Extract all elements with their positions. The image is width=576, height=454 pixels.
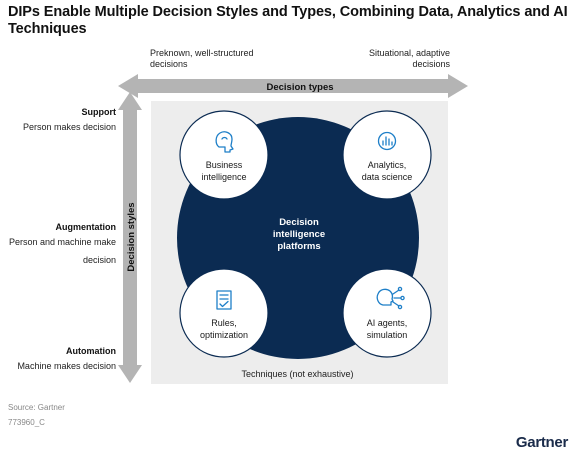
center-label-line3: platforms (277, 241, 320, 252)
decision-style-desc: Machine makes decision (17, 361, 116, 371)
technique-label-line2: simulation (367, 330, 408, 340)
center-label-line1: Decision (279, 217, 319, 228)
decision-style-desc: Person and machine make decision (8, 237, 116, 265)
technique-label-line1: Business (206, 160, 243, 170)
source-text: Source: Gartner (8, 403, 65, 412)
decision-type-right-label: Situational, adaptive decisions (368, 48, 450, 69)
technique-label-line2: data science (362, 172, 413, 182)
decision-types-arrow (118, 74, 468, 98)
technique-ai-agents-simulation: AI agents, simulation (342, 268, 432, 358)
technique-label-line1: Analytics, (368, 160, 407, 170)
source-note: Source: Gartner 773960_C (8, 402, 65, 429)
decision-style-desc: Person makes decision (22, 122, 116, 132)
technique-label-line2: intelligence (201, 172, 246, 182)
technique-rules-optimization: Rules, optimization (179, 268, 269, 358)
decision-style-support: Support Person makes decision (0, 107, 116, 135)
decision-styles-label: Decision styles (126, 202, 137, 271)
decision-style-heading: Augmentation (55, 222, 117, 232)
page-title: DIPs Enable Multiple Decision Styles and… (8, 4, 568, 37)
technique-business-intelligence: Business intelligence (179, 110, 269, 200)
ai-agent-icon (376, 286, 405, 310)
techniques-caption: Techniques (not exhaustive) (241, 369, 354, 379)
decision-type-left-label: Preknown, well-structured decisions (150, 48, 254, 69)
center-label-line2: intelligence (273, 229, 325, 240)
chart-icon (377, 131, 397, 151)
brain-head-icon (215, 131, 234, 153)
decision-style-automation: Automation Machine makes decision (0, 346, 116, 374)
figure-code: 773960_C (8, 418, 45, 427)
decision-types-label: Decision types (266, 82, 333, 93)
decision-styles-arrow (118, 92, 142, 383)
technique-label-line1: AI agents, (367, 318, 408, 328)
decision-style-heading: Automation (66, 346, 116, 356)
technique-analytics-data-science: Analytics, data science (342, 110, 432, 200)
decision-style-heading: Support (81, 107, 117, 117)
decision-style-augmentation: Augmentation Person and machine make dec… (0, 222, 116, 268)
rules-document-icon (216, 290, 232, 310)
gartner-logo: Gartner (515, 434, 568, 451)
technique-label-line2: optimization (200, 330, 248, 340)
technique-label-line1: Rules, (211, 318, 237, 328)
